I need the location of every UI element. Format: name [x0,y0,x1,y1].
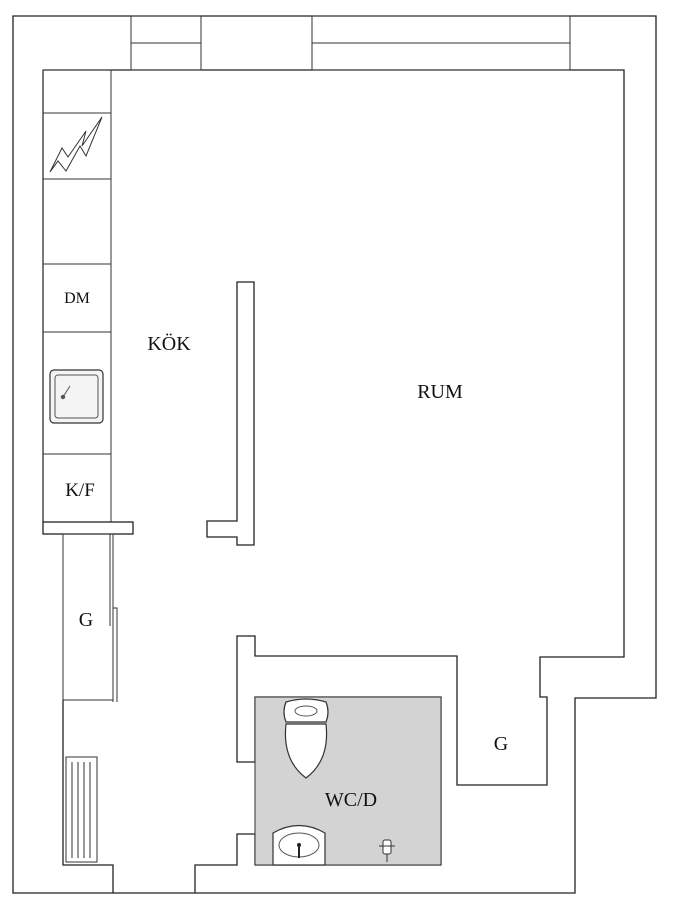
living-room-label: RUM [417,381,463,403]
dishwasher-label: DM [64,290,90,307]
windows [130,15,571,71]
bathroom-label: WC/D [325,789,377,811]
kitchen-sink-icon [49,369,104,424]
kitchen-label: KÖK [147,332,191,355]
outer-wall-outline [12,15,657,894]
fridge-freezer-label: K/F [65,480,95,501]
hall-bottom-left-wall [62,700,114,893]
wardrobe-label: G [79,609,93,631]
inner-wall-outline [43,69,625,893]
closet-label: G [494,733,508,755]
radiator-icon [65,756,98,863]
bathroom: WC/D [254,696,442,866]
counter-ledge [42,521,134,535]
hall-wardrobe: G [62,533,118,702]
partition-wall [206,281,255,546]
washbasin-icon [272,824,326,866]
stove-icon [49,116,103,173]
wardrobe-door [109,534,118,702]
counter-dividers [43,112,111,455]
kitchen-counter: DM K/F [42,69,112,523]
faucet-icon [379,839,395,862]
window-center-frame [200,16,313,70]
toilet-icon [283,698,329,779]
